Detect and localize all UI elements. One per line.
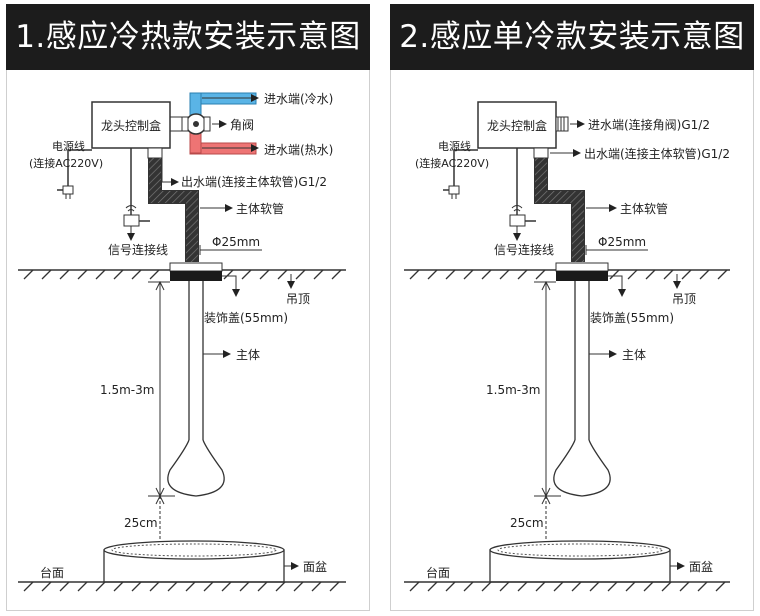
signal-line-label: 信号连接线 bbox=[494, 242, 554, 257]
cover-ring bbox=[169, 262, 223, 272]
main-body-tube bbox=[167, 281, 225, 497]
inlet-cold-label: 进水端(冷水) bbox=[264, 92, 333, 106]
main-hose-label: 主体软管 bbox=[620, 201, 668, 216]
power-line bbox=[443, 149, 478, 199]
length-label: 1.5m-3m bbox=[486, 383, 540, 397]
decorative-cover bbox=[170, 271, 222, 281]
outlet-fitting bbox=[533, 147, 549, 159]
outlet-label: 出水端(连接主体软管)G1/2 bbox=[181, 174, 327, 189]
control-box-label: 龙头控制盒 bbox=[101, 118, 161, 133]
power-line-spec: (连接AC220V) bbox=[29, 157, 103, 170]
main-body-tube bbox=[553, 281, 611, 497]
signal-line bbox=[123, 148, 150, 241]
inlet-label: 进水端(连接角阀)G1/2 bbox=[588, 117, 710, 132]
diameter-label: Φ25mm bbox=[598, 235, 646, 249]
power-line-label: 电源线 bbox=[438, 139, 471, 153]
ceiling-label: 吊顶 bbox=[286, 292, 310, 306]
basin-label: 面盆 bbox=[303, 560, 327, 574]
angle-valve-icon bbox=[181, 113, 211, 135]
cover-label: 装饰盖(55mm) bbox=[590, 311, 674, 325]
length-label: 1.5m-3m bbox=[100, 383, 154, 397]
power-line-label: 电源线 bbox=[52, 139, 85, 153]
main-hose bbox=[535, 158, 584, 262]
counter-hatch bbox=[23, 581, 340, 592]
signal-line bbox=[509, 148, 536, 241]
ceiling-hatch bbox=[409, 269, 728, 280]
inlet-fitting bbox=[555, 116, 569, 132]
ceiling-hatch bbox=[23, 269, 342, 280]
counter-hatch bbox=[409, 581, 726, 592]
basin-label: 面盆 bbox=[689, 560, 713, 574]
control-box bbox=[91, 101, 171, 149]
counter-label: 台面 bbox=[40, 565, 64, 580]
main-hose-label: 主体软管 bbox=[236, 201, 284, 216]
basin bbox=[489, 540, 671, 583]
decorative-cover bbox=[556, 271, 608, 281]
panel-cold-only: 2.感应单冷款安装示意图 龙头控制盒 电源线 bbox=[384, 0, 760, 616]
main-body-label: 主体 bbox=[236, 348, 260, 362]
panel-frame bbox=[390, 70, 754, 611]
main-hose bbox=[149, 158, 198, 262]
cover-label: 装饰盖(55mm) bbox=[204, 311, 288, 325]
hot-cold-diagram: 龙头控制盒 电源线 (连接AC220V) 信号连接线 进水端(冷水) bbox=[18, 92, 346, 592]
outlet-fitting bbox=[147, 147, 163, 159]
cold-only-diagram: 龙头控制盒 电源线 (连接AC220V) 信号连接线 bbox=[404, 101, 730, 592]
valve-connector bbox=[169, 116, 183, 132]
inlet-hot-label: 进水端(热水) bbox=[264, 143, 333, 157]
panel-frame bbox=[6, 70, 370, 611]
cover-ring bbox=[555, 262, 609, 272]
counter-label: 台面 bbox=[426, 565, 450, 580]
angle-valve-label: 角阀 bbox=[230, 118, 254, 132]
diameter-label: Φ25mm bbox=[212, 235, 260, 249]
signal-line-label: 信号连接线 bbox=[108, 242, 168, 257]
outlet-label: 出水端(连接主体软管)G1/2 bbox=[584, 146, 730, 161]
main-body-label: 主体 bbox=[622, 348, 646, 362]
panel-title: 2.感应单冷款安装示意图 bbox=[390, 4, 754, 70]
gap-label: 25cm bbox=[510, 516, 544, 530]
basin bbox=[103, 540, 285, 583]
control-box-label: 龙头控制盒 bbox=[487, 118, 547, 133]
power-line bbox=[57, 149, 92, 199]
power-line-spec: (连接AC220V) bbox=[415, 157, 489, 170]
gap-label: 25cm bbox=[124, 516, 158, 530]
ceiling-label: 吊顶 bbox=[672, 292, 696, 306]
panel-hot-cold: 1.感应冷热款安装示意图 bbox=[0, 0, 376, 616]
panel-title: 1.感应冷热款安装示意图 bbox=[6, 4, 370, 70]
